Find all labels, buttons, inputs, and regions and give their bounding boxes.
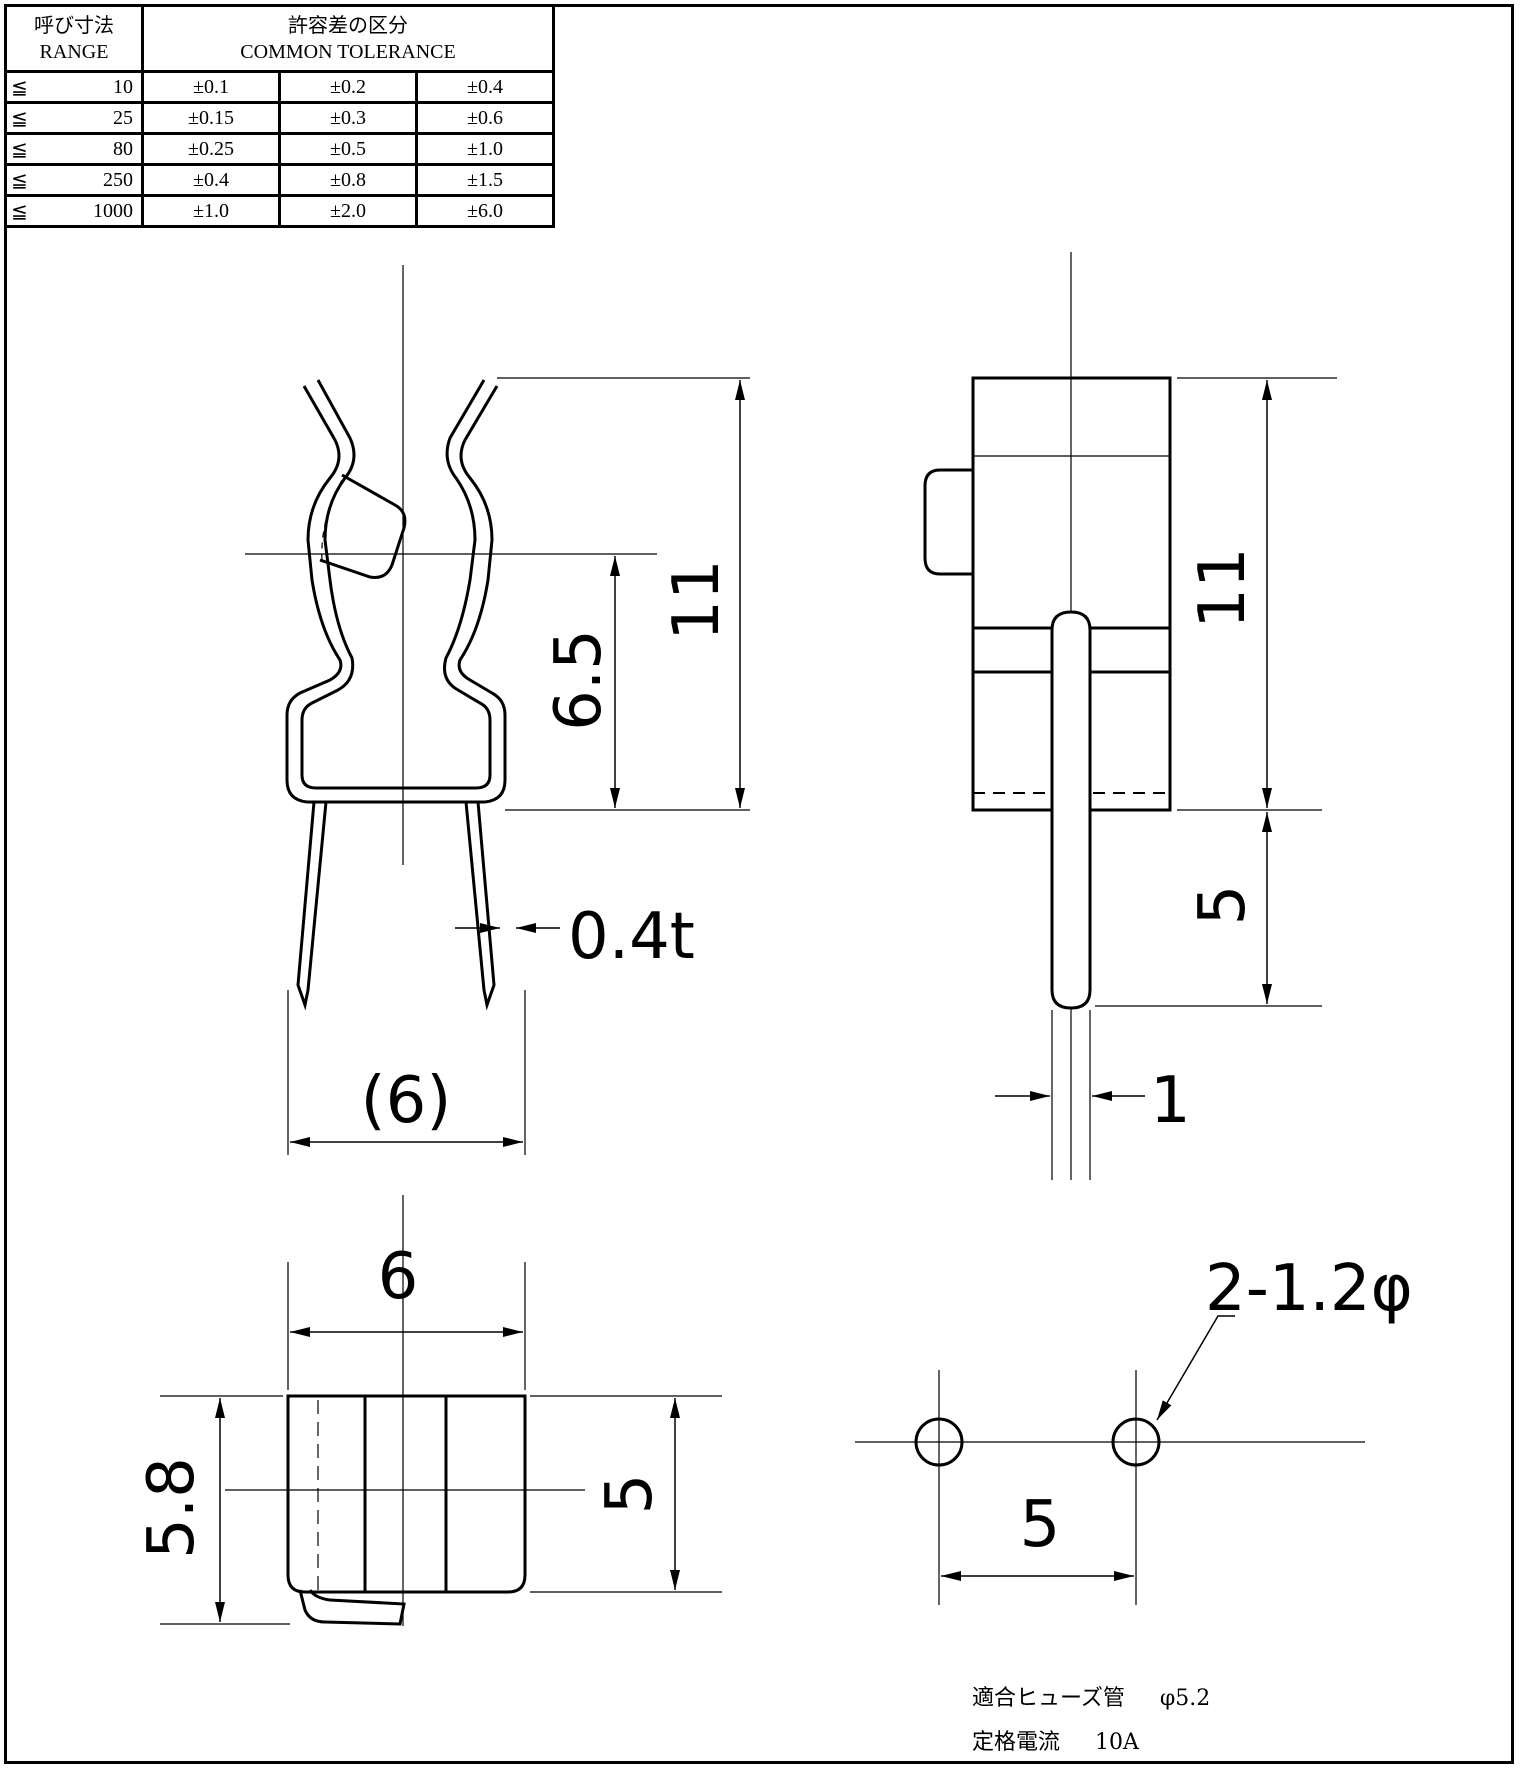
tolerance-header-jp: 許容差の区分 (288, 14, 408, 37)
dim-hole-pitch: 5 (1020, 1488, 1061, 1562)
tolerance-cell: ±0.8 (278, 163, 418, 197)
dim-hole-spec: 2-1.2φ (1205, 1252, 1413, 1326)
leader-line (1156, 1315, 1235, 1421)
front-view (245, 265, 750, 1155)
clip-outline (285, 385, 507, 804)
dim-depth: 5 (593, 1474, 667, 1515)
table-row: ≦ 80 ±0.25 ±0.5 ±1.0 (4, 132, 555, 166)
dim-pin-width: 1 (1150, 1064, 1191, 1138)
tolerance-cell: ±1.0 (415, 132, 555, 166)
clip-inner-outline (300, 379, 492, 790)
range-value: 10 (113, 75, 133, 98)
tolerance-cell: ±2.0 (278, 194, 418, 228)
fuse-tab (319, 473, 407, 579)
range-value: 80 (113, 137, 133, 160)
range-header: 呼び寸法 RANGE (4, 4, 144, 73)
range-value: 250 (103, 168, 133, 191)
range-cell: ≦ 10 (4, 70, 144, 104)
table-row: ≦ 10 ±0.1 ±0.2 ±0.4 (4, 70, 555, 104)
tolerance-cell: ±0.6 (415, 101, 555, 135)
range-header-en: RANGE (39, 40, 109, 63)
range-cell: ≦ 1000 (4, 194, 144, 228)
tolerance-cell: ±0.4 (141, 163, 281, 197)
tolerance-cell: ±0.15 (141, 101, 281, 135)
tolerance-header-en: COMMON TOLERANCE (240, 40, 456, 63)
tolerance-cell: ±1.0 (141, 194, 281, 228)
note-rating-label: 定格電流 (972, 1730, 1061, 1755)
tolerance-cell: ±6.0 (415, 194, 555, 228)
tolerance-cell: ±0.3 (278, 101, 418, 135)
tolerance-table: 呼び寸法 RANGE 許容差の区分 COMMON TOLERANCE ≦ 10 ±… (4, 4, 555, 228)
bottom-view (160, 1195, 722, 1626)
bottom-body (286, 1394, 527, 1594)
table-row: ≦ 25 ±0.15 ±0.3 ±0.6 (4, 101, 555, 135)
dim-front-clip-height: 6.5 (542, 629, 616, 731)
range-cell: ≦ 25 (4, 101, 144, 135)
tolerance-cell: ±0.5 (278, 132, 418, 166)
tolerance-cell: ±0.1 (141, 70, 281, 104)
hole-left (914, 1417, 964, 1467)
note-rating: 定格電流 10A (972, 1724, 1139, 1756)
range-value: 1000 (93, 199, 133, 222)
le-symbol: ≦ (11, 77, 28, 99)
note-fuse-label: 適合ヒューズ管 (972, 1686, 1125, 1711)
le-symbol: ≦ (11, 201, 28, 223)
table-row: ≦ 250 ±0.4 ±0.8 ±1.5 (4, 163, 555, 197)
tolerance-header: 許容差の区分 COMMON TOLERANCE (141, 4, 555, 73)
dim-front-height: 11 (660, 559, 734, 640)
bottom-tab (298, 1589, 406, 1626)
hole-pattern (855, 1315, 1365, 1605)
tolerance-cell: ±0.25 (141, 132, 281, 166)
le-symbol: ≦ (11, 139, 28, 161)
dim-thickness: 0.4t (568, 900, 695, 974)
table-row: ≦ 1000 ±1.0 ±2.0 ±6.0 (4, 194, 555, 228)
side-pin (1050, 610, 1092, 1010)
tolerance-cell: ±0.2 (278, 70, 418, 104)
range-header-jp: 呼び寸法 (34, 14, 114, 37)
range-cell: ≦ 80 (4, 132, 144, 166)
le-symbol: ≦ (11, 170, 28, 192)
drawing-frame (4, 4, 1514, 1764)
dim-side-height: 11 (1186, 547, 1260, 628)
tolerance-cell: ±0.4 (415, 70, 555, 104)
clip-leg-right (464, 801, 496, 1011)
tolerance-cell: ±1.5 (415, 163, 555, 197)
range-value: 25 (113, 106, 133, 129)
le-symbol: ≦ (11, 108, 28, 130)
note-fuse-value: φ5.2 (1159, 1686, 1211, 1711)
tolerance-header-row: 呼び寸法 RANGE 許容差の区分 COMMON TOLERANCE (4, 4, 555, 73)
clip-leg-left (296, 801, 328, 1011)
note-fuse: 適合ヒューズ管 φ5.2 (972, 1680, 1210, 1712)
side-view (923, 252, 1337, 1180)
dim-bottom-width: 6 (378, 1240, 419, 1314)
dim-total-depth: 5.8 (135, 1457, 209, 1559)
dim-front-width: (6) (361, 1064, 452, 1138)
dim-pin-length: 5 (1186, 885, 1260, 926)
side-tab (923, 468, 973, 576)
range-cell: ≦ 250 (4, 163, 144, 197)
note-rating-value: 10A (1095, 1730, 1139, 1755)
hole-right (1111, 1417, 1161, 1467)
